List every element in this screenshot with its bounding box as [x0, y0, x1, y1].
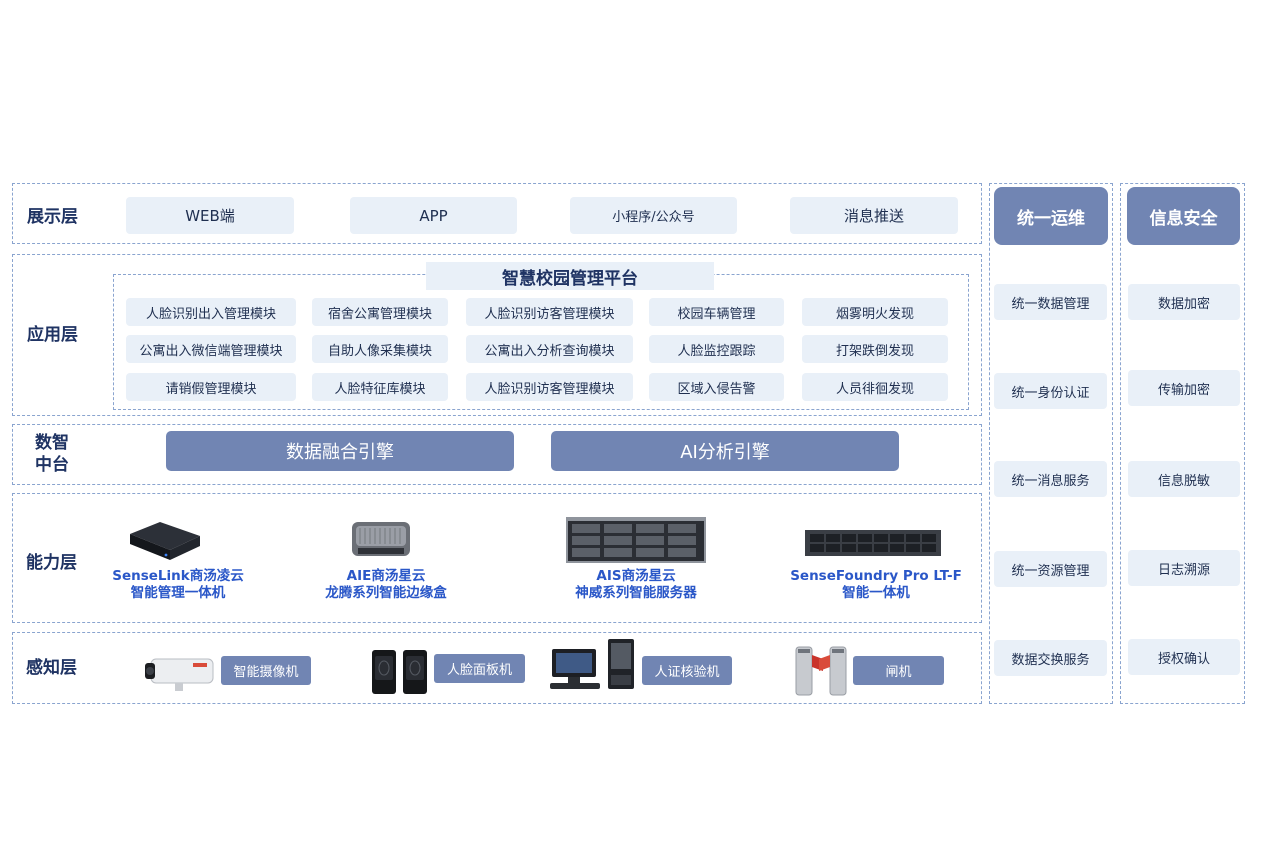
data-fusion-engine[interactable]: 数据融合引擎: [166, 431, 514, 471]
capability-device-3[interactable]: AIS商汤星云 神威系列智能服务器: [546, 568, 726, 602]
perception-layer: [12, 632, 982, 704]
application-layer: [12, 254, 982, 416]
application-layer-label: 应用层: [27, 325, 78, 345]
presentation-item-web[interactable]: WEB端: [126, 197, 294, 234]
capability-device-2-line1: AIE商汤星云: [346, 568, 426, 584]
app-module-r3c2[interactable]: 人脸特征库模块: [312, 373, 448, 401]
capability-device-1-line2: 智能管理一体机: [130, 585, 226, 601]
platform-title: 智慧校园管理平台: [426, 262, 714, 290]
ai-analysis-engine[interactable]: AI分析引擎: [551, 431, 899, 471]
mini-pc-icon: [130, 522, 200, 560]
turnstile-icon: [795, 646, 847, 696]
app-module-r2c5[interactable]: 打架跌倒发现: [802, 335, 948, 363]
perception-device-turnstile[interactable]: 闸机: [853, 656, 944, 685]
presentation-item-miniprogram[interactable]: 小程序/公众号: [570, 197, 737, 234]
capability-device-3-line2: 神威系列智能服务器: [575, 585, 697, 601]
capability-device-4[interactable]: SenseFoundry Pro LT-F 智能一体机: [778, 568, 974, 602]
capability-device-2-line2: 龙腾系列智能边缘盒: [325, 585, 447, 601]
data-center-layer: [12, 424, 982, 485]
app-module-r1c1[interactable]: 人脸识别出入管理模块: [126, 298, 296, 326]
operations-item-exchange[interactable]: 数据交换服务: [994, 640, 1107, 676]
capability-device-1-line1: SenseLink商汤凌云: [112, 568, 244, 584]
capability-device-4-line1: SenseFoundry Pro LT-F: [790, 568, 962, 584]
app-module-r2c4[interactable]: 人脸监控跟踪: [649, 335, 784, 363]
app-module-r2c2[interactable]: 自助人像采集模块: [312, 335, 448, 363]
rack-server-icon: [566, 517, 706, 563]
presentation-layer: [12, 183, 982, 244]
operations-column: [989, 183, 1113, 704]
security-item-data-encryption[interactable]: 数据加密: [1128, 284, 1240, 320]
capability-device-4-line2: 智能一体机: [842, 585, 910, 601]
edge-box-icon: [352, 522, 410, 556]
capability-device-1[interactable]: SenseLink商汤凌云 智能管理一体机: [88, 568, 268, 602]
perception-device-camera[interactable]: 智能摄像机: [221, 656, 311, 685]
operations-item-resource[interactable]: 统一资源管理: [994, 551, 1107, 587]
app-module-r2c1[interactable]: 公寓出入微信端管理模块: [126, 335, 296, 363]
app-module-r3c5[interactable]: 人员徘徊发现: [802, 373, 948, 401]
app-module-r3c4[interactable]: 区域入侵告警: [649, 373, 784, 401]
app-module-r1c3[interactable]: 人脸识别访客管理模块: [466, 298, 633, 326]
security-column: [1120, 183, 1245, 704]
app-module-r3c3[interactable]: 人脸识别访客管理模块: [466, 373, 633, 401]
capability-layer: [12, 493, 982, 623]
security-item-log-trace[interactable]: 日志溯源: [1128, 550, 1240, 586]
capability-device-3-line1: AIS商汤星云: [596, 568, 676, 584]
perception-device-face-panel[interactable]: 人脸面板机: [434, 654, 525, 683]
app-module-r2c3[interactable]: 公寓出入分析查询模块: [466, 335, 633, 363]
security-title: 信息安全: [1127, 187, 1240, 245]
perception-device-id-verifier[interactable]: 人证核验机: [642, 656, 732, 685]
presentation-item-app[interactable]: APP: [350, 197, 517, 234]
operations-item-message[interactable]: 统一消息服务: [994, 461, 1107, 497]
presentation-layer-label: 展示层: [27, 207, 78, 227]
operations-item-identity[interactable]: 统一身份认证: [994, 373, 1107, 409]
operations-item-data[interactable]: 统一数据管理: [994, 284, 1107, 320]
security-item-transport-encryption[interactable]: 传输加密: [1128, 370, 1240, 406]
camera-icon: [145, 658, 214, 691]
id-verifier-icon: [550, 639, 634, 689]
capability-device-2[interactable]: AIE商汤星云 龙腾系列智能边缘盒: [296, 568, 476, 602]
rack-appliance-icon: [805, 530, 941, 556]
capability-layer-label: 能力层: [26, 553, 77, 573]
security-item-authorization[interactable]: 授权确认: [1128, 639, 1240, 675]
app-module-r1c2[interactable]: 宿舍公寓管理模块: [312, 298, 448, 326]
data-center-label-line1: 数智: [35, 433, 69, 453]
app-module-r3c1[interactable]: 请销假管理模块: [126, 373, 296, 401]
operations-title: 统一运维: [994, 187, 1108, 245]
data-center-label-line2: 中台: [35, 455, 69, 475]
app-module-r1c5[interactable]: 烟雾明火发现: [802, 298, 948, 326]
security-item-desensitization[interactable]: 信息脱敏: [1128, 461, 1240, 497]
perception-layer-label: 感知层: [26, 658, 77, 678]
presentation-item-push[interactable]: 消息推送: [790, 197, 958, 234]
app-module-r1c4[interactable]: 校园车辆管理: [649, 298, 784, 326]
face-panel-icon: [372, 650, 427, 694]
